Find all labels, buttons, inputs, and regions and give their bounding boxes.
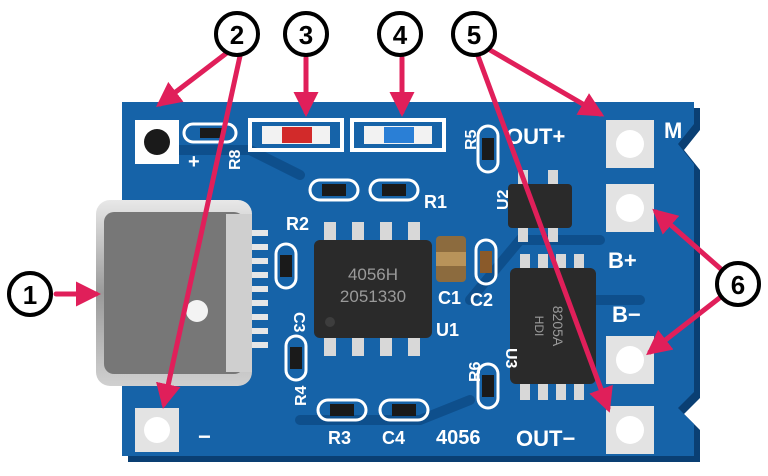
callout-1: 1 bbox=[23, 280, 37, 310]
callout-6: 6 bbox=[731, 270, 745, 300]
callout-3-circle bbox=[283, 11, 329, 57]
callout-4: 4 bbox=[393, 20, 408, 50]
label-r3: R3 bbox=[328, 428, 351, 448]
callout-6-circle bbox=[715, 261, 761, 307]
u3-marking-1: 8205A bbox=[550, 306, 566, 347]
callout-1-circle bbox=[7, 271, 53, 317]
label-r6: R6 bbox=[467, 361, 484, 382]
label-c3: C3 bbox=[290, 312, 307, 333]
label-out-plus: OUT+ bbox=[506, 124, 565, 149]
chip-u1: 4056H 2051330 bbox=[314, 222, 432, 356]
arrow-6-b-minus bbox=[646, 293, 725, 356]
label-minus: − bbox=[198, 424, 211, 449]
callout-5: 5 bbox=[467, 20, 481, 50]
label-c1: C1 bbox=[438, 288, 461, 308]
label-r1: R1 bbox=[424, 192, 447, 212]
label-r8: R8 bbox=[227, 149, 244, 170]
usb-c-connector bbox=[96, 200, 268, 386]
label-c4: C4 bbox=[382, 428, 405, 448]
label-out-minus: OUT− bbox=[516, 426, 575, 451]
smd-footprints bbox=[182, 122, 500, 422]
arrow-5-out-plus bbox=[487, 47, 605, 117]
callout-2-circle bbox=[214, 11, 260, 57]
u3-marking-2: HDI bbox=[532, 316, 546, 337]
callout-arrows bbox=[53, 47, 725, 413]
label-model: 4056 bbox=[436, 427, 481, 449]
label-plus: + bbox=[188, 151, 200, 173]
u1-marking-1: 4056H bbox=[348, 265, 398, 284]
label-u1: U1 bbox=[436, 320, 459, 340]
smd-parts bbox=[200, 128, 494, 416]
callout-4-circle bbox=[377, 11, 423, 57]
callout-3: 3 bbox=[299, 20, 313, 50]
label-r4: R4 bbox=[293, 385, 310, 406]
led-red bbox=[282, 127, 312, 143]
chip-u3: 8205A HDI bbox=[510, 254, 596, 400]
label-m: M bbox=[664, 118, 682, 143]
label-b-minus: B− bbox=[612, 302, 641, 327]
u1-marking-2: 2051330 bbox=[340, 287, 406, 306]
label-u2: U2 bbox=[495, 189, 512, 210]
callout-markers: 1 2 3 4 5 6 bbox=[7, 11, 761, 317]
leds bbox=[248, 118, 446, 152]
silkscreen-labels: + R8 R5 OUT+ M R1 R2 U2 B+ B− C3 C1 C2 U… bbox=[188, 118, 682, 451]
arrow-5-out-minus bbox=[475, 53, 613, 413]
callout-5-circle bbox=[451, 11, 497, 57]
label-u3: U3 bbox=[502, 348, 519, 369]
pads bbox=[135, 120, 654, 454]
callout-2: 2 bbox=[230, 20, 244, 50]
led-blue bbox=[384, 127, 414, 143]
label-r5: R5 bbox=[463, 129, 480, 150]
arrow-6-b-plus bbox=[652, 208, 725, 273]
label-c2: C2 bbox=[470, 290, 493, 310]
label-r2: R2 bbox=[286, 214, 309, 234]
arrow-2-minus bbox=[156, 53, 243, 409]
label-b-plus: B+ bbox=[608, 248, 637, 273]
arrow-2-plus bbox=[156, 49, 231, 108]
